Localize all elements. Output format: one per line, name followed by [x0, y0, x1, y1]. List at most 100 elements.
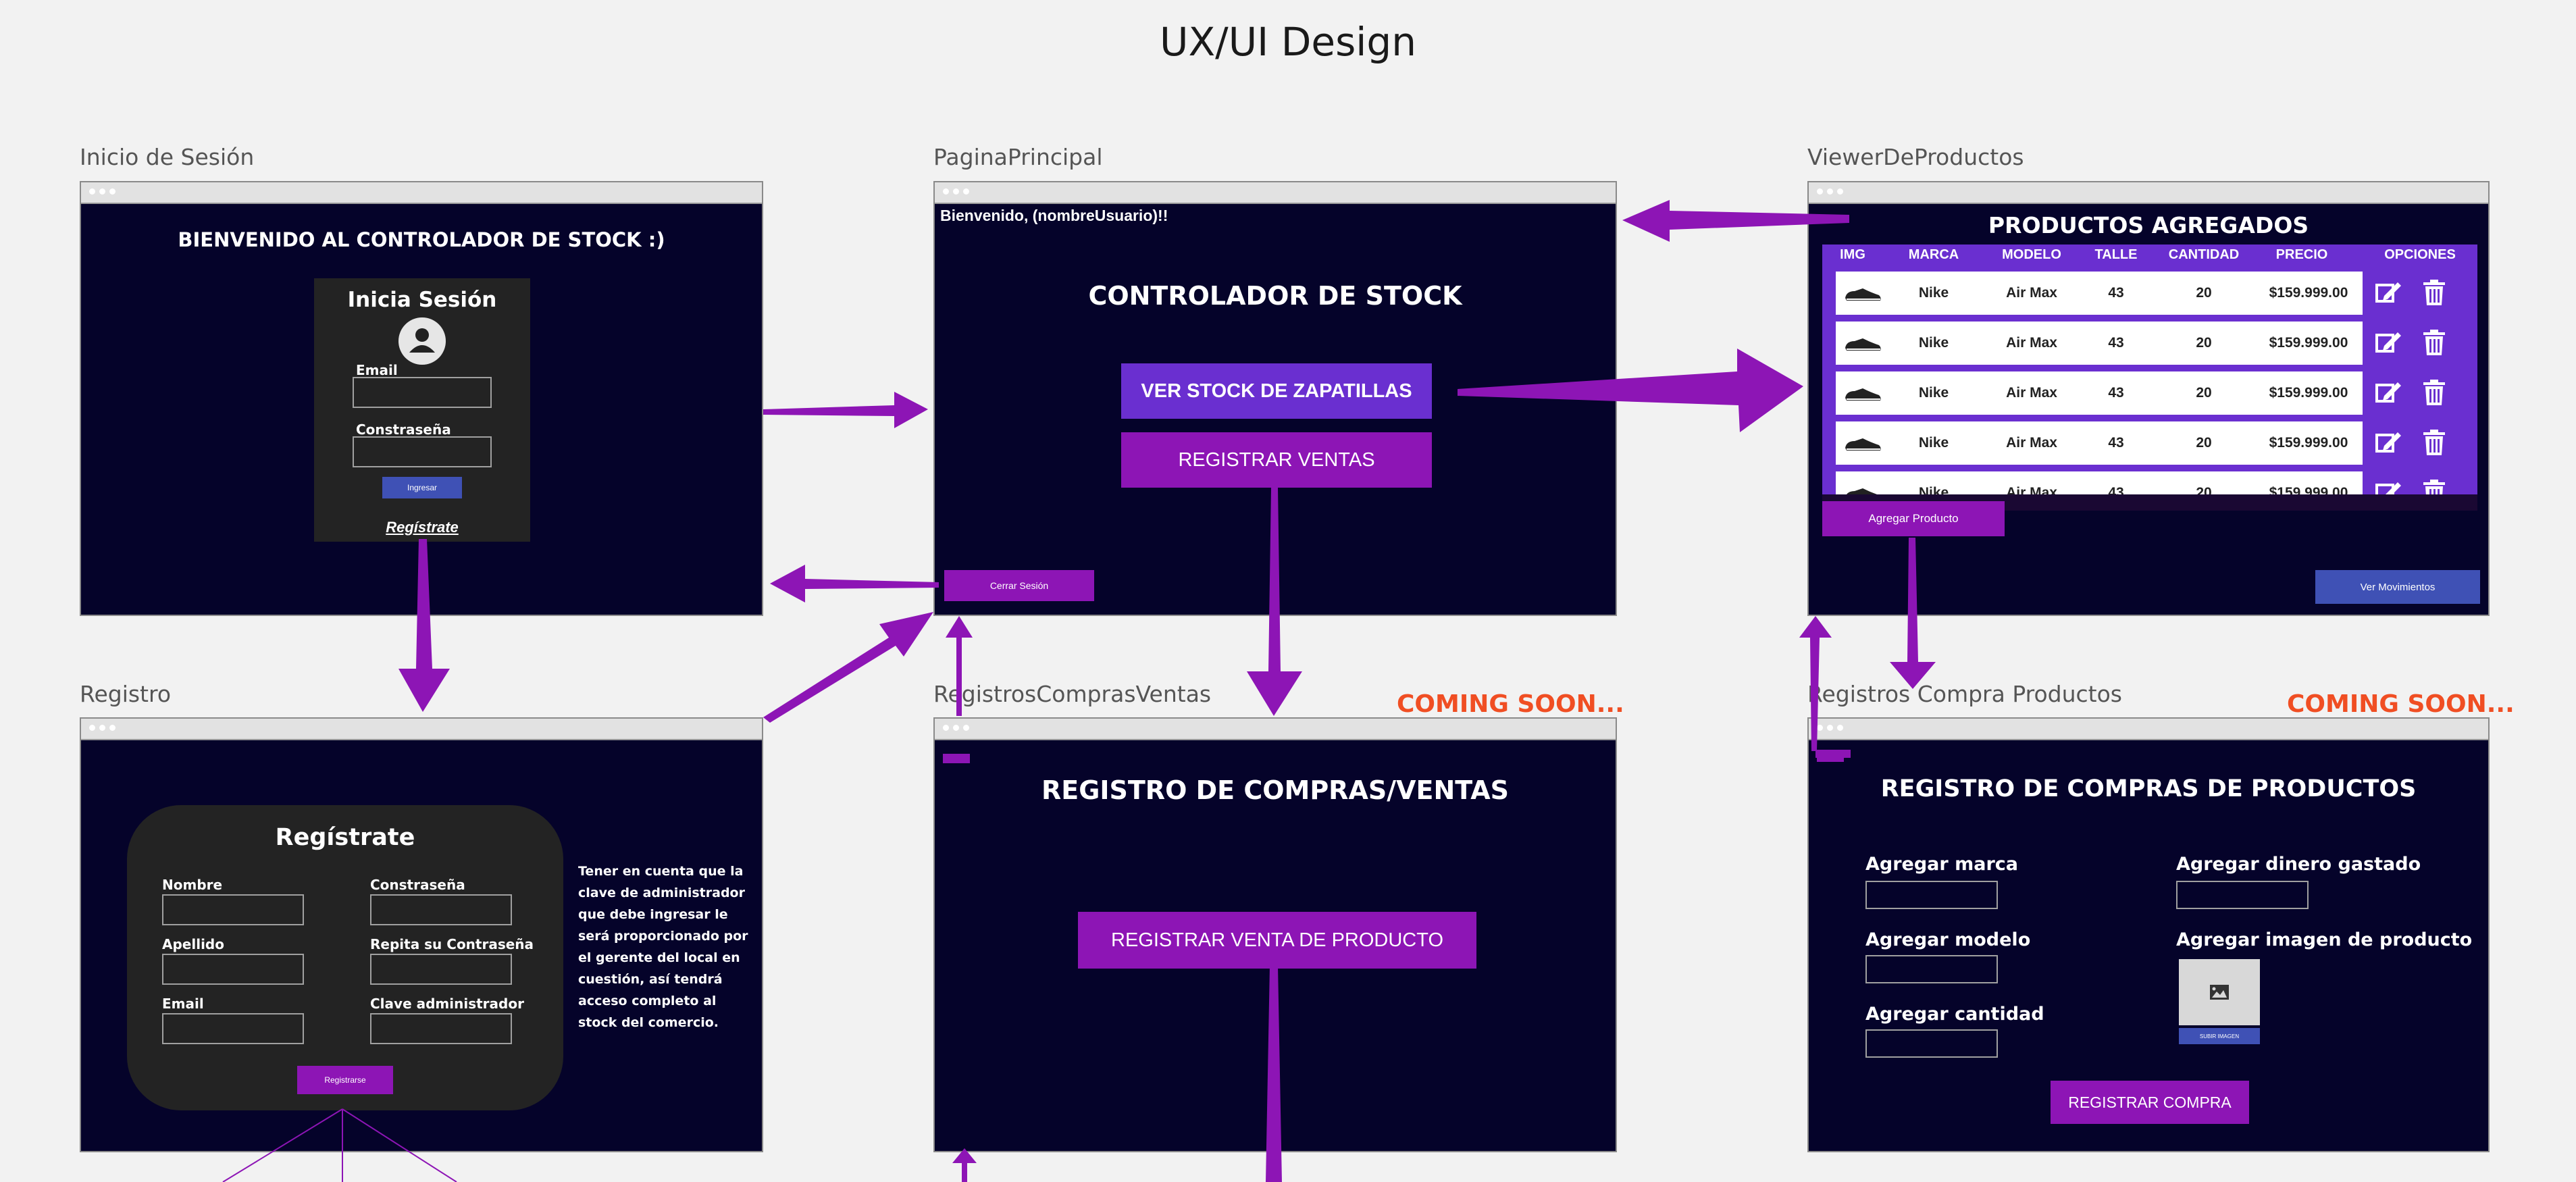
cell-cantidad: 20: [2196, 435, 2212, 451]
frame-viewer: PRODUCTOS AGREGADOS IMG MARCA MODELO TAL…: [1807, 181, 2490, 616]
back-button[interactable]: [943, 754, 970, 763]
model-field[interactable]: [1865, 955, 1998, 983]
cell-modelo: Air Max: [2006, 485, 2057, 494]
admin-key-note: Tener en cuenta que la clave de administ…: [578, 864, 748, 1030]
register-sale-button[interactable]: REGISTRAR VENTA DE PRODUCTO: [1078, 912, 1476, 969]
column-header: IMG: [1840, 247, 1865, 262]
column-header: CANTIDAD: [2168, 247, 2240, 262]
cell-precio: $159.999.00: [2269, 335, 2348, 351]
register-branch-line: [222, 1108, 343, 1182]
cell-marca: Nike: [1918, 485, 1949, 494]
frame-titlebar: [81, 182, 762, 204]
arrow-login-to-register: [398, 539, 450, 712]
register-branch-line: [342, 1108, 457, 1182]
records-title: REGISTRO DE COMPRAS/VENTAS: [1041, 775, 1510, 805]
apellido-field[interactable]: [162, 954, 304, 985]
column-header: MARCA: [1908, 247, 1959, 262]
register-purchase-button[interactable]: REGISTRAR COMPRA: [2051, 1081, 2249, 1124]
quantity-label: Agregar cantidad: [1865, 1004, 2044, 1025]
frame-purchases: REGISTRO DE COMPRAS DE PRODUCTOS Agregar…: [1807, 717, 2490, 1152]
apellido-label: Apellido: [162, 936, 224, 952]
edit-icon[interactable]: [2375, 381, 2402, 409]
brand-label: Agregar marca: [1865, 854, 2019, 875]
admin-key-label: Clave administrador: [370, 996, 524, 1012]
cell-modelo: Air Max: [2006, 385, 2057, 401]
cell-precio: $159.999.00: [2269, 385, 2348, 401]
edit-icon[interactable]: [2375, 431, 2402, 459]
edit-icon[interactable]: [2375, 281, 2402, 309]
canvas-title: UX/UI Design: [1160, 19, 1416, 65]
frame-titlebar: [1809, 182, 2488, 204]
arrow-home-to-records: [1247, 488, 1302, 716]
edit-icon[interactable]: [2375, 481, 2402, 494]
upload-image-button[interactable]: SUBIR IMAGEN: [2179, 1028, 2260, 1044]
cell-marca: Nike: [1918, 435, 1949, 451]
cell-marca: Nike: [1918, 285, 1949, 301]
purchases-title: REGISTRO DE COMPRAS DE PRODUCTOS: [1880, 775, 2417, 802]
model-label: Agregar modelo: [1865, 929, 2031, 950]
admin-key-field[interactable]: [370, 1013, 512, 1044]
logout-button[interactable]: Cerrar Sesión: [944, 570, 1094, 601]
password-field[interactable]: [370, 894, 512, 925]
quantity-field[interactable]: [1865, 1029, 1998, 1058]
register-link[interactable]: Regístrate: [386, 519, 459, 536]
trash-icon[interactable]: [2422, 430, 2446, 459]
login-card-title: Inicia Sesión: [347, 288, 497, 312]
money-label: Agregar dinero gastado: [2176, 854, 2421, 875]
cell-marca: Nike: [1918, 335, 1949, 351]
trash-icon[interactable]: [2422, 330, 2446, 359]
view-movements-button[interactable]: Ver Movimientos: [2315, 570, 2480, 604]
cell-cantidad: 20: [2196, 285, 2212, 301]
arrow-login-to-home: [763, 392, 928, 428]
trash-icon[interactable]: [2422, 380, 2446, 409]
register-sales-button[interactable]: REGISTRAR VENTAS: [1121, 432, 1432, 488]
email-field[interactable]: [353, 377, 492, 408]
add-product-button[interactable]: Agregar Producto: [1822, 501, 2005, 536]
column-header: PRECIO: [2275, 247, 2328, 262]
cell-modelo: Air Max: [2006, 285, 2057, 301]
frame-titlebar: [935, 182, 1616, 204]
register-submit-button[interactable]: Registrarse: [297, 1066, 393, 1094]
view-stock-button[interactable]: VER STOCK DE ZAPATILLAS: [1121, 363, 1432, 419]
image-placeholder-icon: [2179, 959, 2260, 1025]
brand-field[interactable]: [1865, 881, 1998, 909]
frame-titlebar: [1809, 719, 2488, 740]
frame-titlebar: [81, 719, 762, 740]
frame-label-register: Registro: [80, 681, 172, 707]
column-header: OPCIONES: [2384, 247, 2456, 262]
welcome-heading: BIENVENIDO AL CONTROLADOR DE STOCK :): [178, 228, 665, 251]
cell-talle: 43: [2108, 435, 2124, 451]
money-field[interactable]: [2176, 881, 2309, 909]
coming-soon-badge: COMING SOON...: [2287, 690, 2515, 718]
email-label: Email: [356, 362, 398, 378]
login-button[interactable]: Ingresar: [382, 477, 462, 498]
frame-login: BIENVENIDO AL CONTROLADOR DE STOCK :) In…: [80, 181, 763, 616]
email-field[interactable]: [162, 1013, 304, 1044]
cell-precio: $159.999.00: [2269, 485, 2348, 494]
repeat-password-field[interactable]: [370, 954, 512, 985]
shoe-thumbnail: [1843, 272, 1883, 315]
arrow-home-to-viewer: [1458, 349, 1803, 432]
nombre-label: Nombre: [162, 877, 223, 893]
trash-icon[interactable]: [2422, 280, 2446, 309]
cell-precio: $159.999.00: [2269, 435, 2348, 451]
viewer-title: PRODUCTOS AGREGADOS: [1988, 212, 2309, 238]
arrow-purchases-back-stub: [1815, 750, 1851, 758]
arrow-records-bottom: [952, 1148, 977, 1182]
coming-soon-badge: COMING SOON...: [1397, 690, 1624, 718]
cell-cantidad: 20: [2196, 485, 2212, 494]
frame-register: Regístrate Nombre Apellido Email Constra…: [80, 717, 763, 1152]
password-field[interactable]: [353, 436, 492, 467]
trash-icon[interactable]: [2422, 480, 2446, 494]
nombre-field[interactable]: [162, 894, 304, 925]
edit-icon[interactable]: [2375, 331, 2402, 359]
shoe-thumbnail: [1843, 371, 1883, 415]
products-table: IMG MARCA MODELO TALLE CANTIDAD PRECIO O…: [1822, 245, 2477, 494]
arrow-purchases-to-viewer: [1799, 616, 1832, 751]
